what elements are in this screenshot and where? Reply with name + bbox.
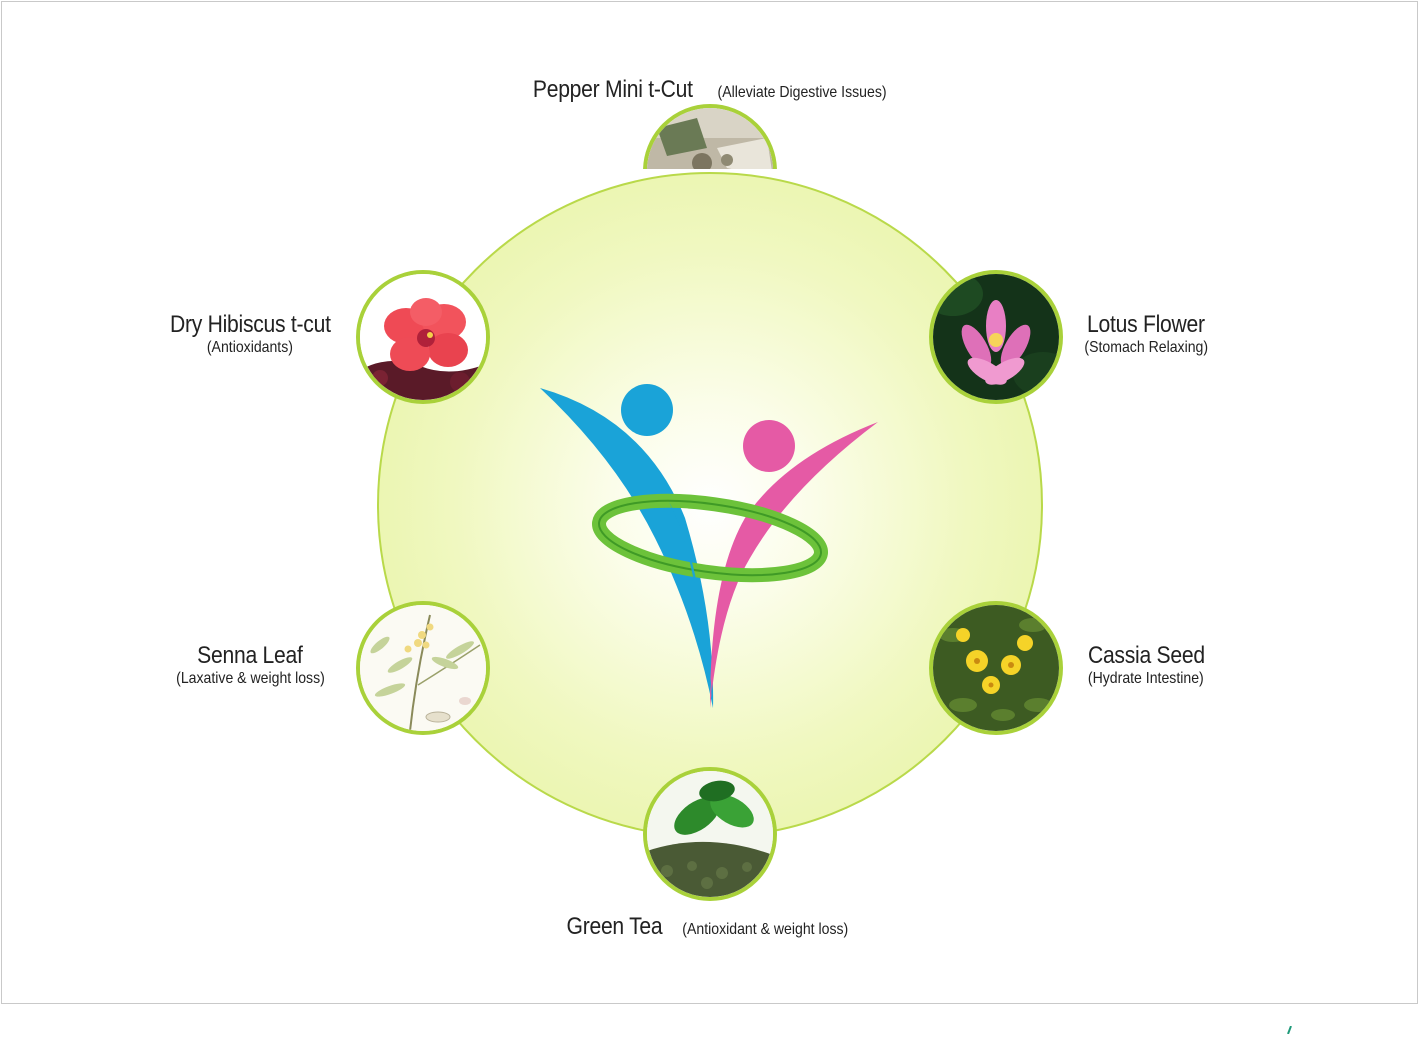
- lotus-image: [929, 270, 1063, 404]
- pink-figure-body: [710, 422, 878, 708]
- label-top: Pepper Mini t-Cut (Alleviate Digestive Is…: [520, 76, 900, 104]
- pink-figure-head: [743, 420, 795, 472]
- ingredient-name: Cassia Seed: [1087, 642, 1205, 669]
- ingredient-name: Dry Hibiscus t-cut: [169, 311, 331, 338]
- blue-figure-head: [621, 384, 673, 436]
- label-upper-right: Lotus Flower (Stomach Relaxing): [1056, 311, 1236, 357]
- hibiscus-image: [356, 270, 490, 404]
- ingredient-name: Lotus Flower: [1087, 311, 1205, 338]
- green-tea-image: [643, 767, 777, 901]
- label-bottom: Green Tea (Antioxidant & weight loss): [540, 913, 880, 941]
- people-logo: [540, 384, 878, 708]
- ingredient-desc: (Laxative & weight loss): [175, 670, 325, 687]
- senna-leaf-image: [356, 601, 490, 735]
- ingredient-name: Green Tea: [566, 913, 663, 940]
- label-lower-left: Senna Leaf (Laxative & weight loss): [150, 642, 350, 688]
- corner-mark-icon: [1287, 1026, 1292, 1034]
- ingredient-desc: (Alleviate Digestive Issues): [717, 84, 887, 101]
- ingredient-desc: (Hydrate Intestine): [1088, 670, 1204, 687]
- ingredient-desc: (Antioxidant & weight loss): [682, 921, 849, 938]
- ingredient-desc: (Stomach Relaxing): [1084, 339, 1208, 356]
- ingredient-name: Senna Leaf: [197, 642, 303, 669]
- ingredient-name: Pepper Mini t-Cut: [533, 76, 693, 103]
- cassia-image: [929, 601, 1063, 735]
- green-hoop: [591, 493, 829, 583]
- ingredient-desc: (Antioxidants): [206, 339, 294, 356]
- blue-figure-body: [540, 388, 714, 708]
- label-lower-right: Cassia Seed (Hydrate Intestine): [1056, 642, 1236, 688]
- label-upper-left: Dry Hibiscus t-cut (Antioxidants): [150, 311, 350, 357]
